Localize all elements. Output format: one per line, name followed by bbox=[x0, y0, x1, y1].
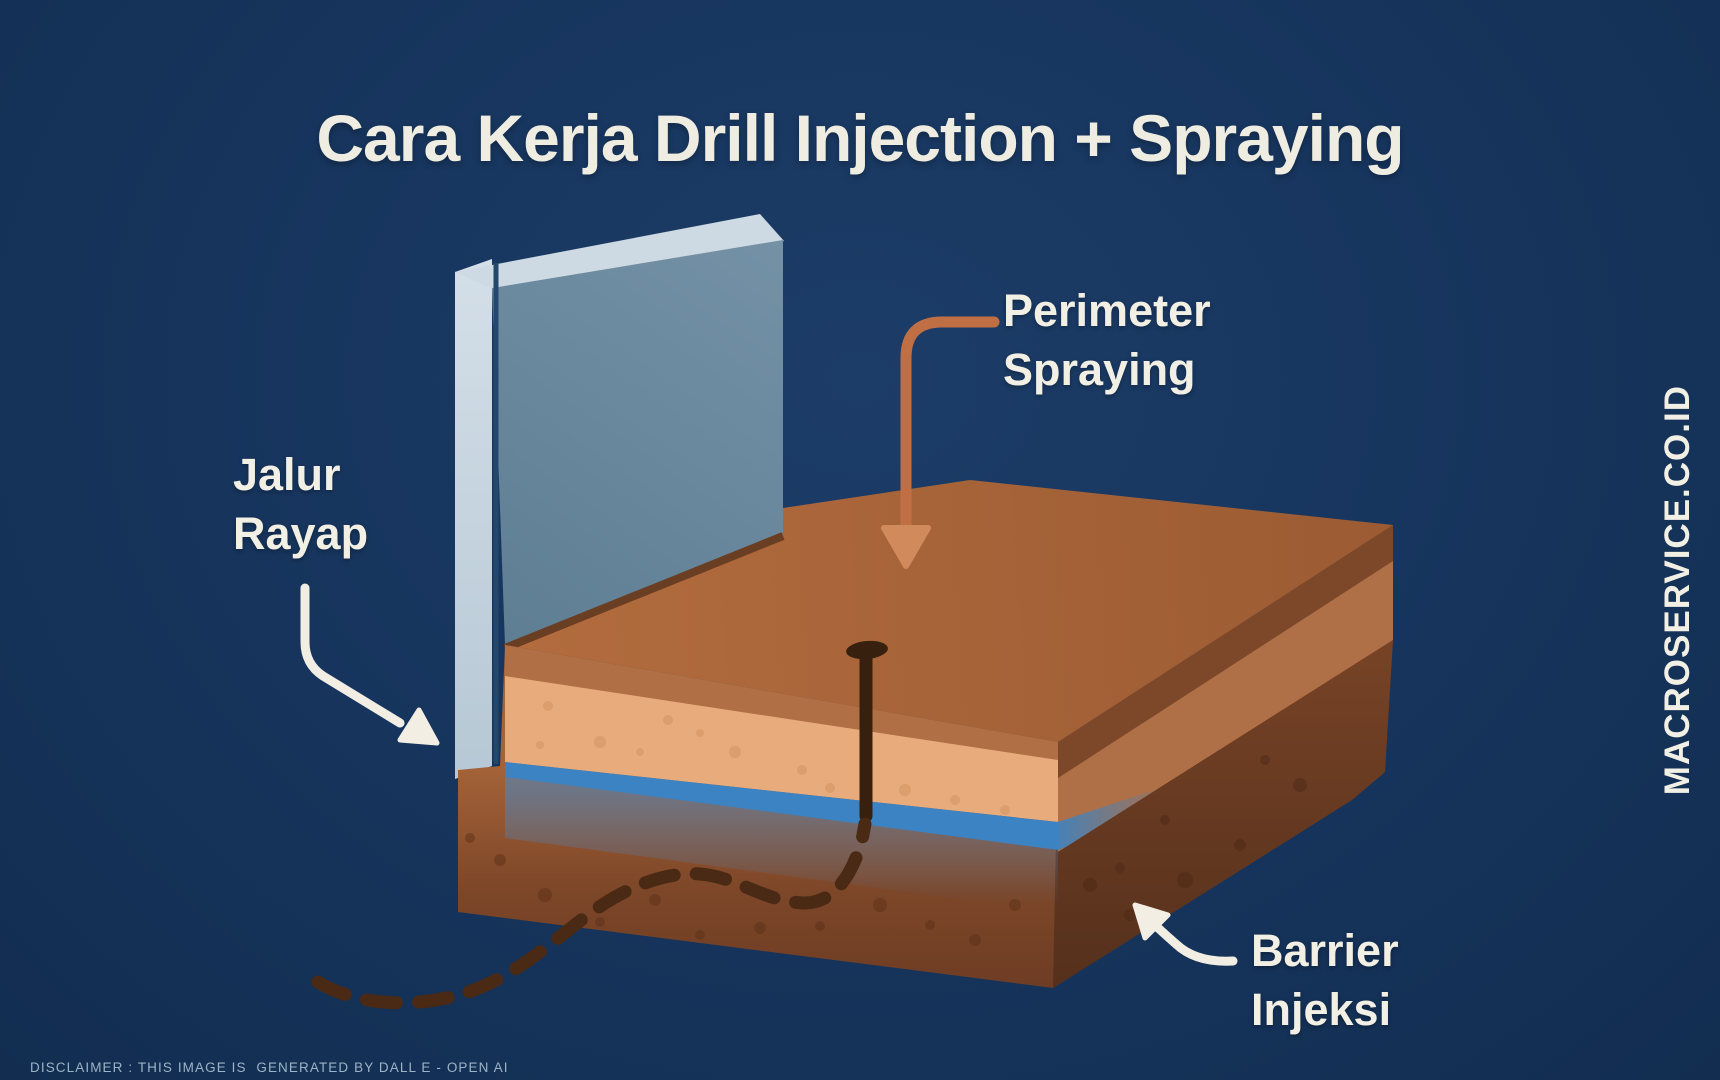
top-surface bbox=[505, 480, 1393, 742]
tan-layer-speckles bbox=[536, 701, 1010, 815]
perimeter-arrowhead-icon bbox=[881, 525, 931, 569]
callout-barrier-line2: Injeksi bbox=[1251, 983, 1392, 1035]
callout-jalur-line2: Rayap bbox=[233, 507, 369, 559]
jalur-rayap-arrow bbox=[300, 583, 440, 746]
callout-perimeter-line2: Spraying bbox=[1003, 343, 1196, 395]
drill-hole bbox=[846, 640, 888, 660]
front-soil-speckles bbox=[465, 833, 1021, 946]
perimeter-arrow-line bbox=[900, 316, 1000, 534]
wall-base-edge-line bbox=[503, 532, 785, 652]
side-blue-barrier-fade bbox=[1058, 788, 1160, 850]
soil-block-side bbox=[1053, 525, 1393, 988]
wall-face bbox=[492, 240, 783, 645]
barrier-injeksi-arrow bbox=[1132, 902, 1238, 966]
disclaimer-text: DISCLAIMER : THIS IMAGE IS GENERATED BY … bbox=[30, 1060, 509, 1075]
page-title: Cara Kerja Drill Injection + Spraying bbox=[316, 101, 1404, 175]
callout-barrier-injeksi: Barrier Injeksi bbox=[1251, 922, 1399, 1039]
front-tan-layer bbox=[505, 676, 1058, 822]
callout-perimeter-line1: Perimeter bbox=[1003, 285, 1211, 336]
wall-panel bbox=[455, 214, 784, 779]
wall-top-edge bbox=[455, 214, 784, 289]
jalur-arrow-line bbox=[300, 583, 405, 728]
callout-barrier-line1: Barrier bbox=[1251, 925, 1399, 976]
soil-block-top bbox=[503, 480, 1393, 742]
barrier-arrowhead-icon bbox=[1132, 902, 1171, 941]
callout-jalur-rayap: Jalur Rayap bbox=[233, 446, 368, 563]
barrier-glow bbox=[505, 777, 1058, 912]
side-tan-band bbox=[1058, 561, 1393, 852]
brand-watermark: MACROSERVICE.CO.ID bbox=[1658, 385, 1697, 796]
barrier-arrow-line bbox=[1147, 917, 1238, 966]
callout-perimeter-spraying: Perimeter Spraying bbox=[1003, 282, 1211, 399]
blue-barrier-layer bbox=[505, 762, 1058, 850]
side-soil-speckles bbox=[1083, 755, 1307, 921]
termite-trail-dashed-path bbox=[311, 817, 872, 1010]
front-slab-edge-strip bbox=[505, 645, 1058, 760]
callout-jalur-line1: Jalur bbox=[233, 449, 341, 500]
side-edge-strip bbox=[1058, 525, 1393, 778]
jalur-arrowhead-icon bbox=[397, 707, 440, 746]
perimeter-spraying-arrow bbox=[881, 316, 1000, 569]
wall-left-edge bbox=[455, 259, 492, 779]
side-lower-soil bbox=[1053, 640, 1393, 988]
